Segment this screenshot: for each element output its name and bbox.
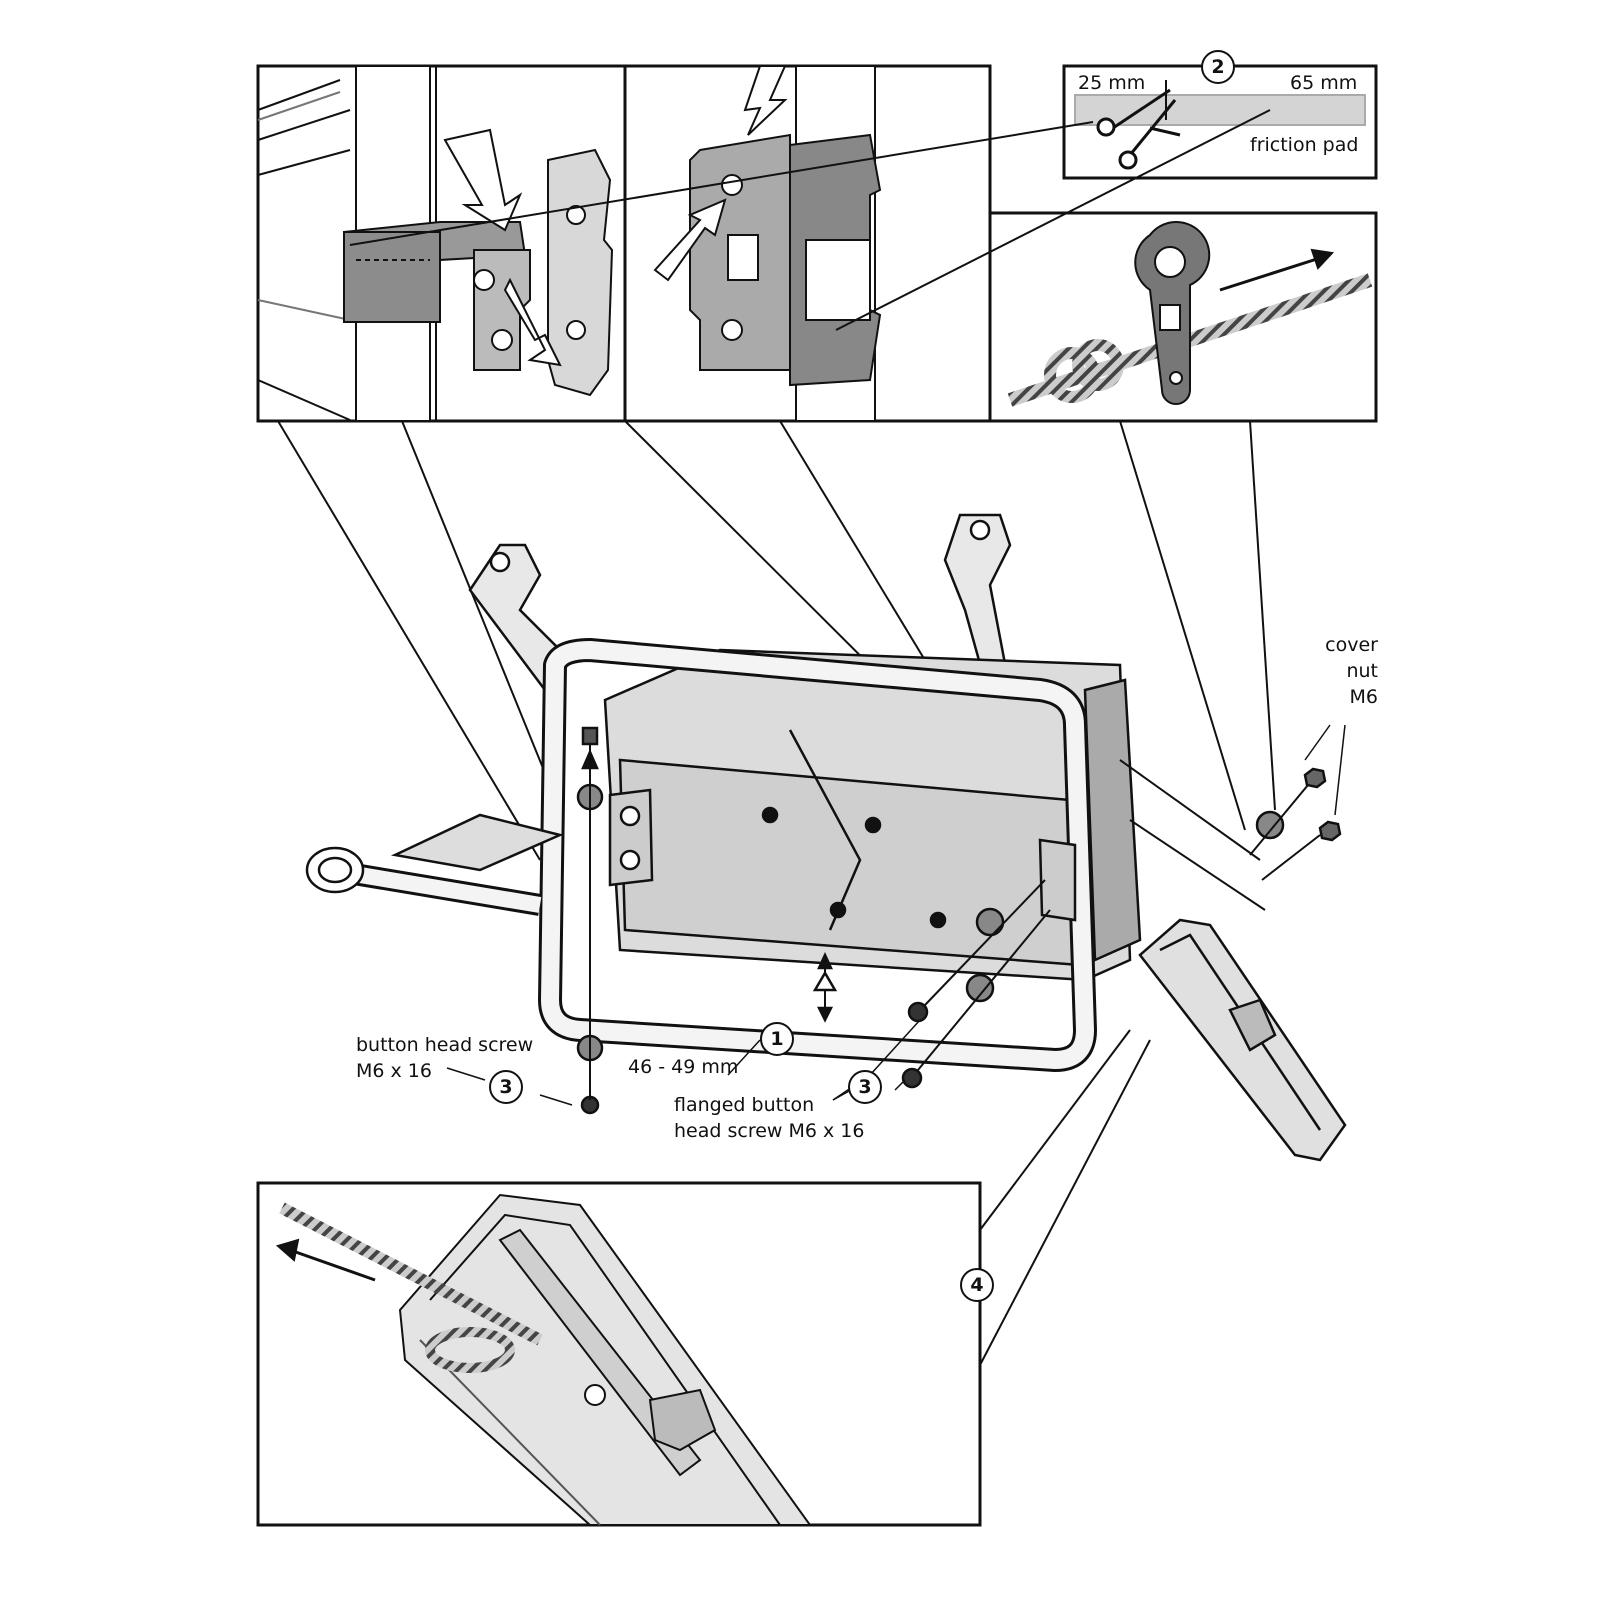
friction-pad-label: friction pad xyxy=(1250,134,1359,156)
cover-nut-label-3: M6 xyxy=(1349,686,1378,708)
button-screw-label-2: M6 x 16 xyxy=(356,1060,432,1082)
detail-panel-left xyxy=(256,64,627,423)
step-3-marker-left: 3 xyxy=(489,1070,523,1104)
cover-nut-label-2: nut xyxy=(1346,660,1378,682)
gap-dimension-label: 46 - 49 mm xyxy=(628,1056,739,1078)
step-3-marker-right: 3 xyxy=(848,1070,882,1104)
detail-panel-middle xyxy=(623,64,992,423)
friction-pad-panel xyxy=(1062,64,1378,180)
step-2-marker: 2 xyxy=(1201,50,1235,84)
step-4-marker: 4 xyxy=(960,1268,994,1302)
flanged-screw-label-1: flanged button xyxy=(674,1094,815,1116)
step-1-marker: 1 xyxy=(760,1022,794,1056)
main-assembly xyxy=(305,513,1347,1162)
tether-panel xyxy=(988,211,1378,423)
cover-nut-label-1: cover xyxy=(1325,634,1378,656)
button-screw-label-1: button head screw xyxy=(356,1034,534,1056)
friction-right-measure: 65 mm xyxy=(1290,72,1358,94)
scissors-icon xyxy=(1096,88,1181,170)
flanged-screw-label-2: head screw M6 x 16 xyxy=(674,1120,865,1142)
bottom-detail-panel xyxy=(256,1181,982,1527)
friction-left-measure: 25 mm xyxy=(1078,72,1146,94)
warning-icon xyxy=(812,970,838,992)
